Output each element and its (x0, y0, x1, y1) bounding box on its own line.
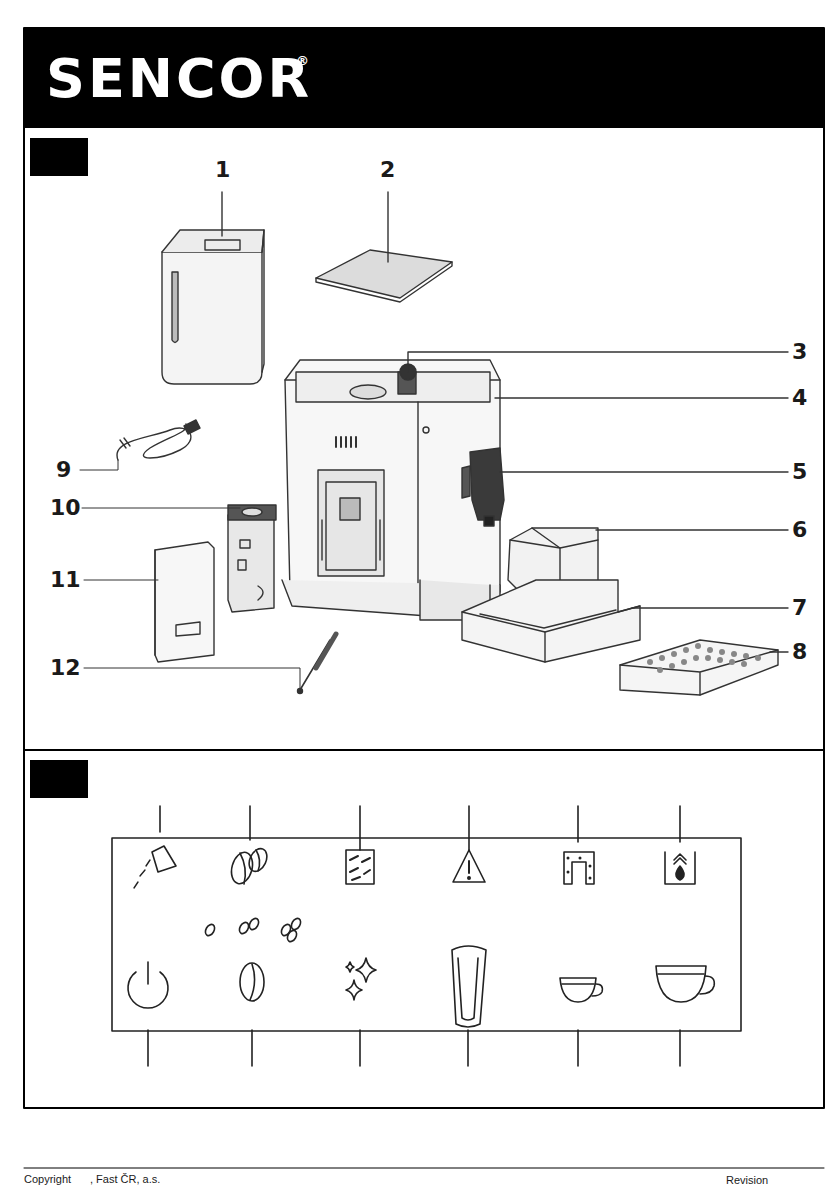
section-divider (24, 749, 824, 751)
callout-number: 7 (792, 596, 807, 620)
page-frame (24, 28, 824, 1108)
control-panel (112, 806, 741, 1066)
callout-number: 4 (792, 386, 807, 410)
callout-number: 10 (50, 496, 81, 520)
callout-number: 8 (792, 640, 807, 664)
footer-text: , Fast ČR, a.s. (90, 1173, 160, 1186)
header-band: SENCOR® (24, 28, 824, 128)
footer-rule (24, 1168, 824, 1169)
footer-text: Revision (726, 1174, 768, 1187)
section-tab (30, 138, 88, 176)
callout-number: 5 (792, 460, 807, 484)
brand-logo: SENCOR (46, 50, 312, 107)
callout-number: 3 (792, 340, 807, 364)
callout-number: 6 (792, 518, 807, 542)
callout-number: 2 (380, 158, 395, 182)
callout-number: 9 (56, 458, 71, 482)
callout-number: 12 (50, 656, 81, 680)
registered-mark: ® (296, 54, 309, 68)
section-tab (30, 760, 88, 798)
callout-number: 11 (50, 568, 81, 592)
footer-text: Copyright (24, 1173, 71, 1186)
machine-parts (80, 192, 788, 695)
callout-number: 1 (215, 158, 230, 182)
